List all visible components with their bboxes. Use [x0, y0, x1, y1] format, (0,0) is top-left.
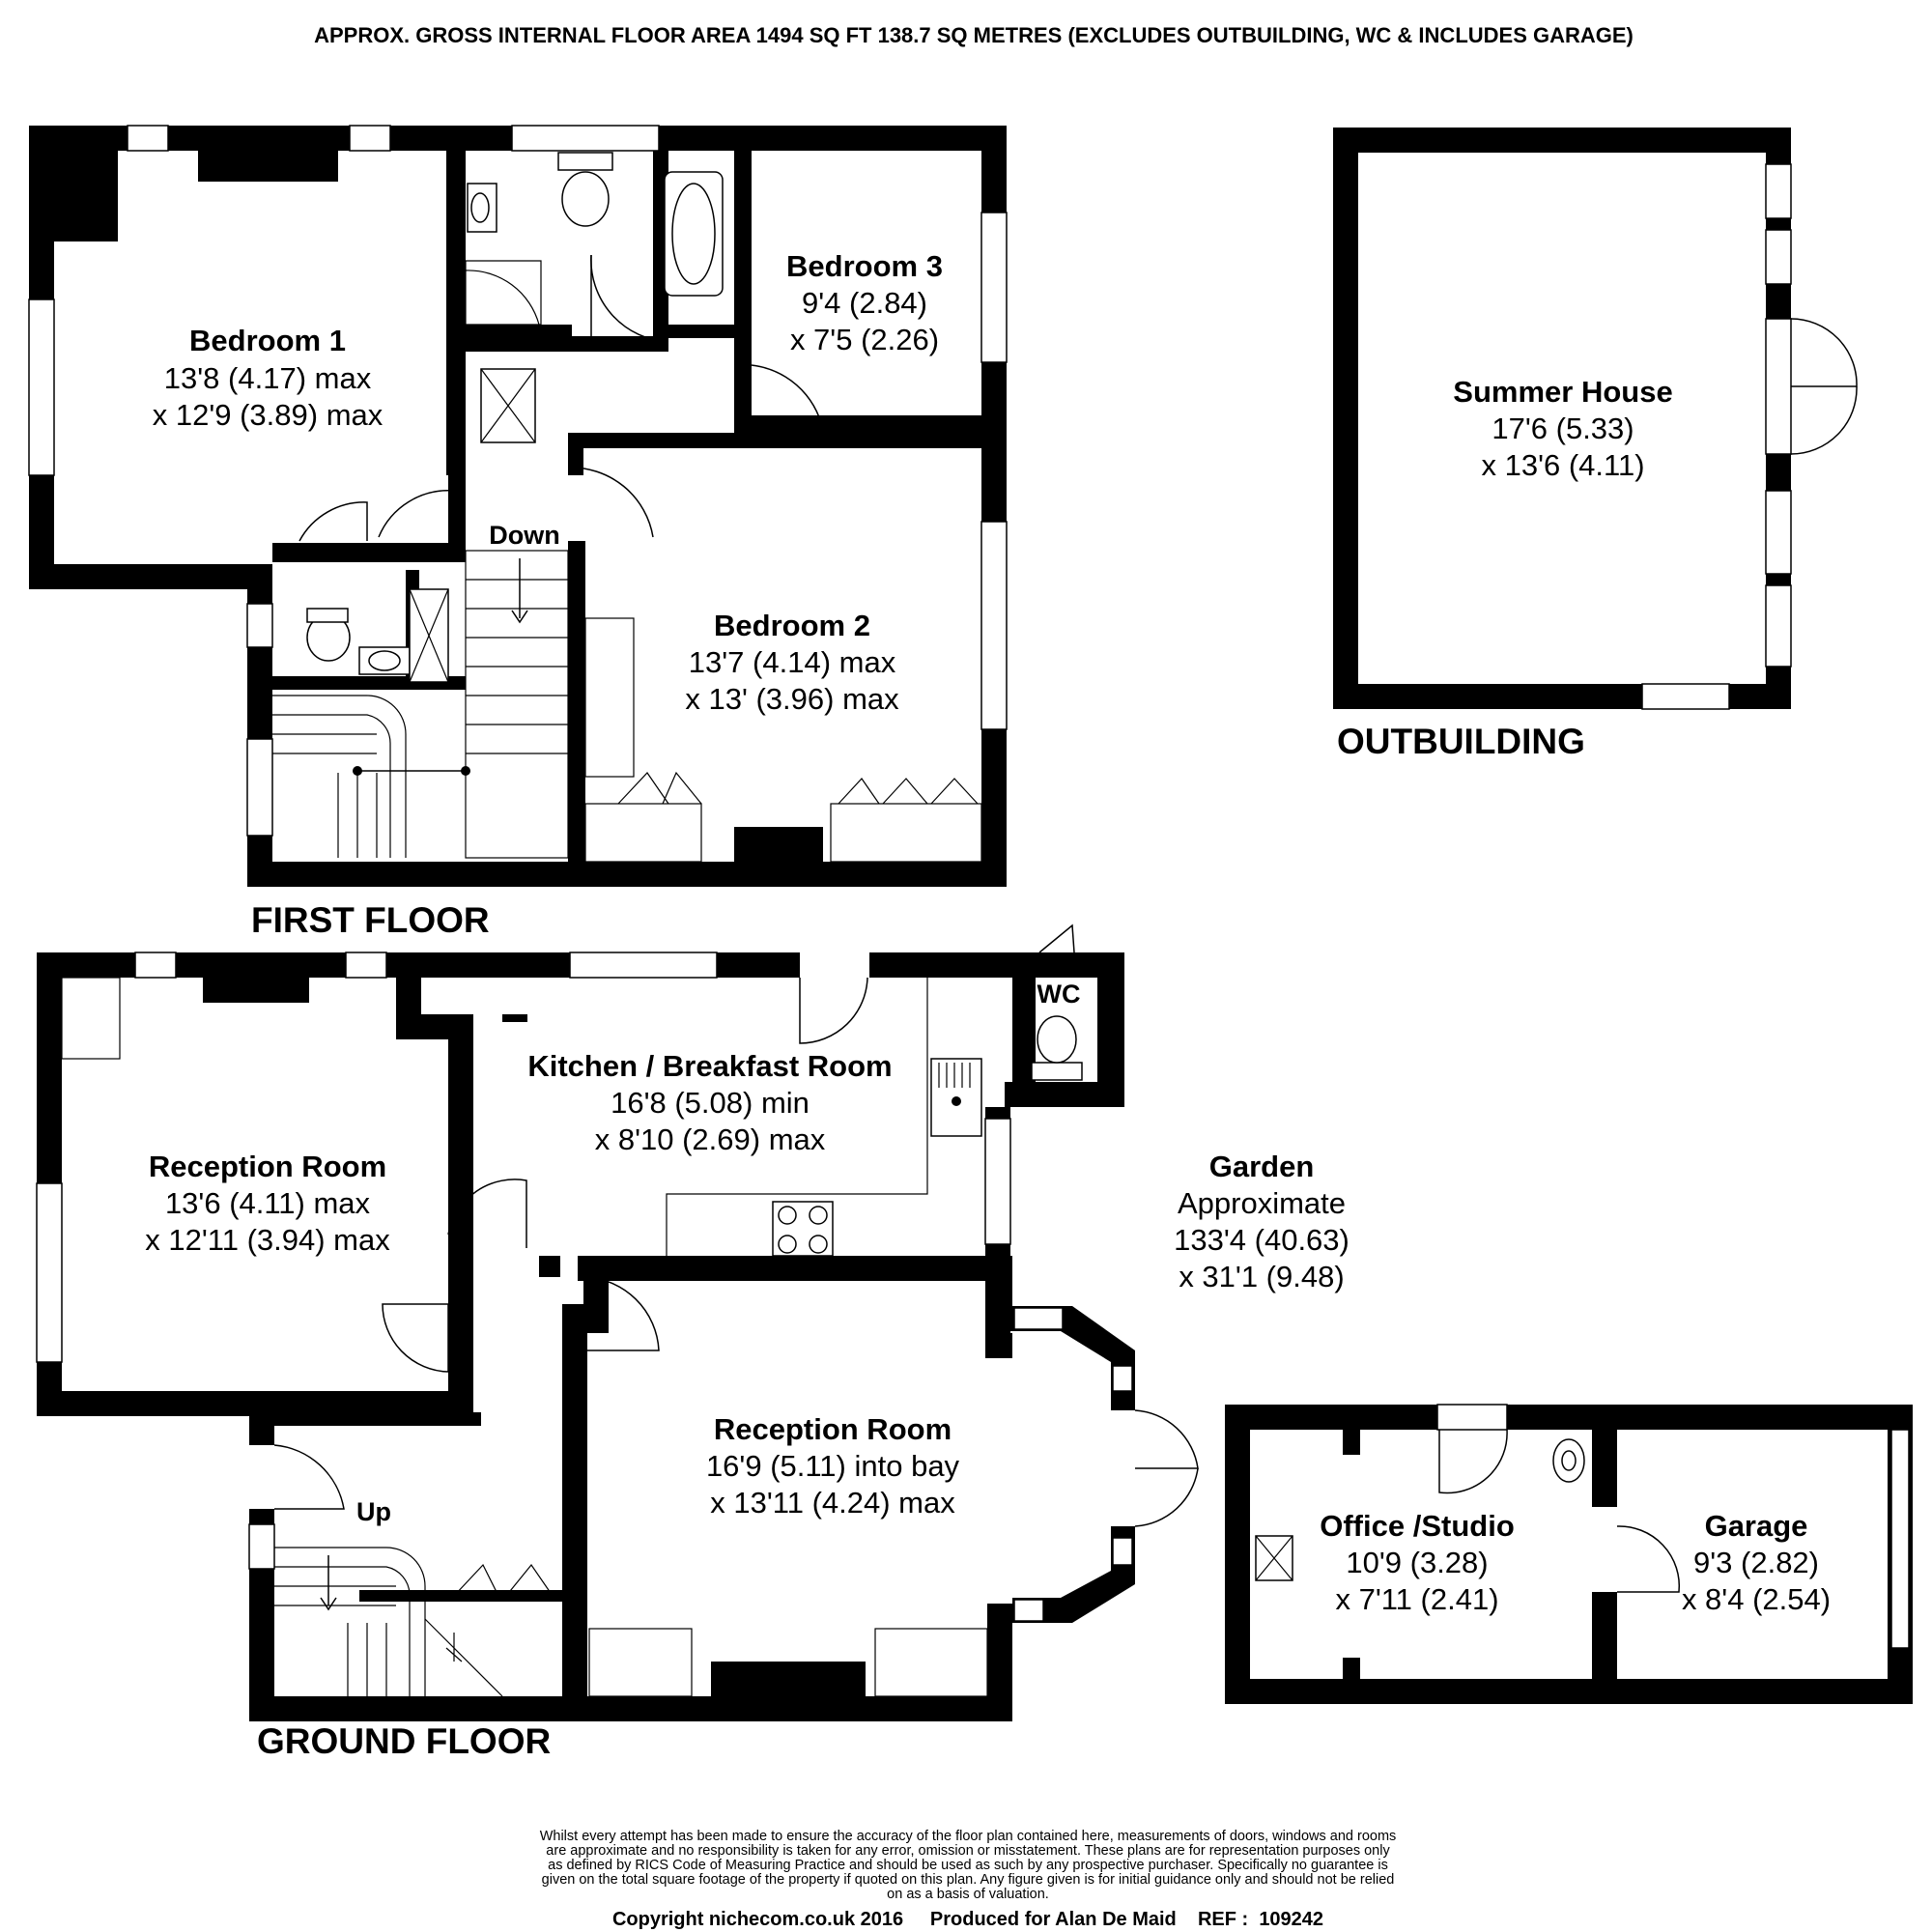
reception-room-1-name: Reception Room: [149, 1150, 386, 1183]
reception-room-1-dim2: x 12'11 (3.94) max: [145, 1223, 390, 1257]
garage-dim1: 9'3 (2.82): [1693, 1546, 1819, 1579]
bedroom-1-dim2: x 12'9 (3.89) max: [153, 398, 384, 432]
office-garage-plan: [1225, 1404, 1913, 1704]
summer-house-dim1: 17'6 (5.33): [1492, 412, 1634, 445]
summer-house-plan: [1333, 128, 1858, 710]
bedroom-2-dim1: 13'7 (4.14) max: [689, 645, 896, 679]
ground-floor-plan: [36, 923, 1199, 1721]
office-studio-dim2: x 7'11 (2.41): [1335, 1582, 1498, 1616]
first-floor-plan: [28, 125, 1008, 887]
summer-house-dim2: x 13'6 (4.11): [1481, 448, 1644, 482]
bedroom-1-dim1: 13'8 (4.17) max: [164, 361, 372, 395]
ground-floor-label: GROUND FLOOR: [257, 1721, 551, 1761]
kitchen-name: Kitchen / Breakfast Room: [527, 1049, 892, 1083]
reception-room-2-name: Reception Room: [714, 1412, 952, 1446]
copyright-line: Copyright nichecom.co.uk 2016 Produced f…: [612, 1909, 1323, 1930]
stairs-up-label: Up: [356, 1497, 391, 1526]
wc-label: WC: [1037, 980, 1081, 1009]
garden-approx: Approximate: [1178, 1186, 1346, 1220]
reception-room-2-dim2: x 13'11 (4.24) max: [710, 1486, 955, 1520]
bedroom-3-name: Bedroom 3: [786, 249, 943, 283]
first-floor-stairs: [272, 550, 569, 859]
disclaimer-line: as defined by RICS Code of Measuring Pra…: [548, 1858, 1388, 1873]
bedroom-1-name: Bedroom 1: [189, 324, 346, 357]
first-floor-label: FIRST FLOOR: [251, 900, 490, 940]
bedroom-3-dim1: 9'4 (2.84): [802, 286, 927, 320]
kitchen-dim1: 16'8 (5.08) min: [611, 1086, 810, 1120]
reception-room-1-dim1: 13'6 (4.11) max: [165, 1186, 371, 1220]
office-studio-dim1: 10'9 (3.28): [1346, 1546, 1488, 1579]
garden-dim2: x 31'1 (9.48): [1179, 1260, 1344, 1293]
floor-area-header: APPROX. GROSS INTERNAL FLOOR AREA 1494 S…: [314, 23, 1634, 47]
disclaimer-line: on as a basis of valuation.: [887, 1887, 1049, 1902]
disclaimer-line: are approximate and no responsibility is…: [546, 1843, 1390, 1859]
kitchen-dim2: x 8'10 (2.69) max: [595, 1122, 826, 1156]
reception-room-2-dim1: 16'9 (5.11) into bay: [706, 1449, 960, 1483]
bedroom-2-dim2: x 13' (3.96) max: [685, 682, 899, 716]
outbuilding-label: OUTBUILDING: [1337, 722, 1585, 761]
garden-dim1: 133'4 (40.63): [1174, 1223, 1350, 1257]
bedroom-3-dim2: x 7'5 (2.26): [790, 323, 939, 356]
bedroom-2-name: Bedroom 2: [714, 609, 870, 642]
garden-name: Garden: [1209, 1150, 1315, 1183]
ground-floor-stairs: [274, 1547, 566, 1697]
office-studio-name: Office /Studio: [1320, 1509, 1515, 1543]
summer-house-name: Summer House: [1453, 375, 1672, 409]
disclaimer-line: Whilst every attempt has been made to en…: [540, 1829, 1397, 1844]
garage-dim2: x 8'4 (2.54): [1682, 1582, 1831, 1616]
disclaimer: Whilst every attempt has been made to en…: [540, 1829, 1397, 1902]
disclaimer-line: given on the total square footage of the…: [542, 1872, 1395, 1888]
garage-name: Garage: [1705, 1509, 1808, 1543]
stairs-down-label: Down: [489, 521, 560, 550]
